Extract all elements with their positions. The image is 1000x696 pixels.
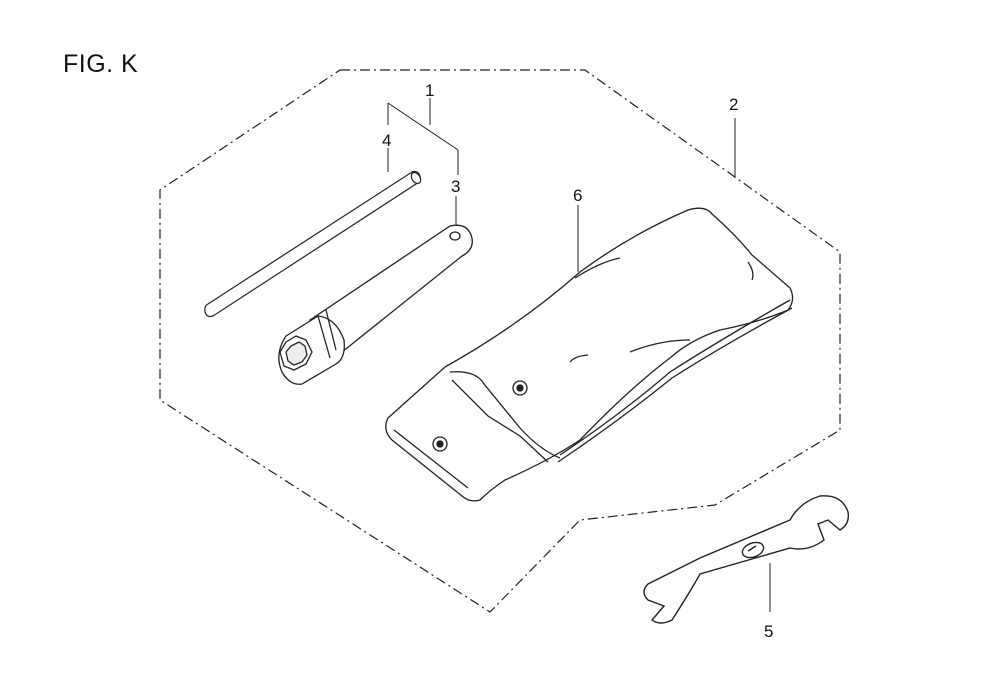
callout-number-3: 3 [451, 177, 460, 196]
callout-number-1: 1 [425, 81, 434, 100]
callout-number-5: 5 [764, 622, 773, 641]
callout-number-4: 4 [382, 131, 391, 150]
callout-1-leader [387, 98, 459, 175]
callout-number-2: 2 [729, 95, 738, 114]
assembly-boundary [159, 69, 841, 613]
callout-number-6: 6 [573, 186, 582, 205]
open-end-wrench-part [643, 495, 850, 624]
socket-wrench-part [278, 224, 473, 385]
handle-bar-part [204, 170, 422, 318]
figure-title: FIG. K [63, 50, 139, 78]
tool-bag-part [385, 207, 794, 502]
